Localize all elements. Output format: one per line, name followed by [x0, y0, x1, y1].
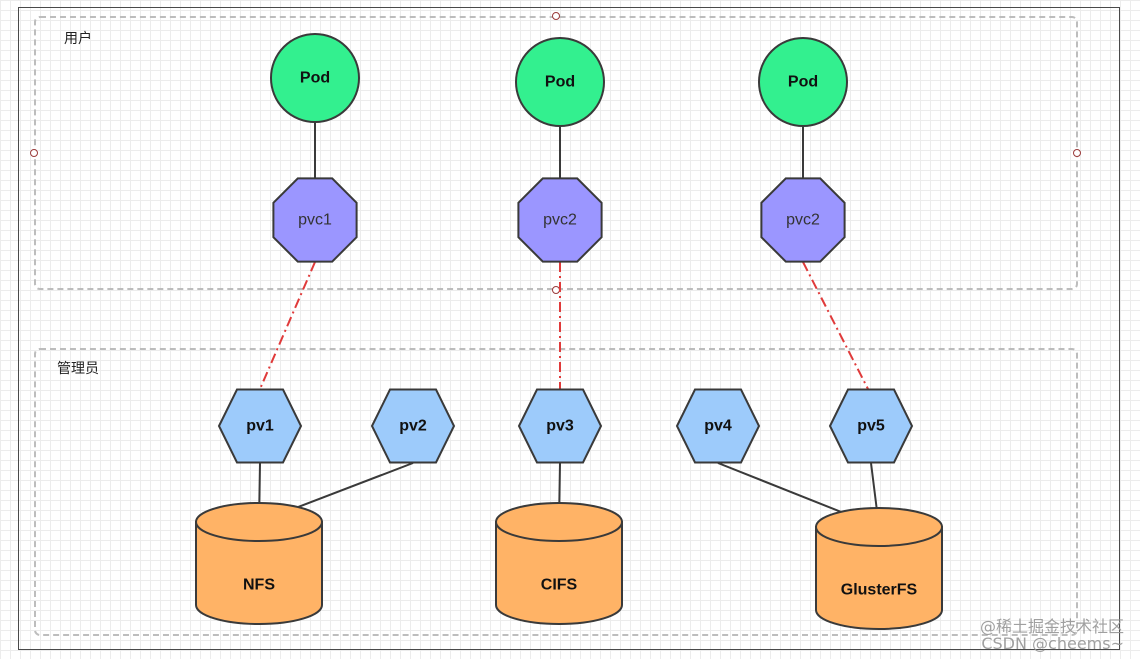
storage-cylinder-top — [815, 507, 943, 547]
pvc-label: pvc2 — [543, 212, 577, 229]
resize-handle-right[interactable] — [1073, 149, 1081, 157]
pv-hexagon — [217, 388, 303, 464]
pv-hexagon — [828, 388, 914, 464]
pv-hexagon — [370, 388, 456, 464]
pod-node[interactable]: Pod — [758, 37, 848, 127]
storage-cylinder-body — [195, 521, 323, 625]
user-group-label: 用户 — [64, 31, 92, 47]
pod-circle — [758, 37, 848, 127]
watermark-line-1: @稀土掘金技术社区 — [979, 617, 1124, 636]
storage-node[interactable]: GlusterFS — [815, 507, 943, 630]
storage-node[interactable]: CIFS — [495, 502, 623, 625]
storage-label: CIFS — [541, 577, 578, 594]
storage-cylinder-body — [495, 521, 623, 625]
storage-cylinder-top — [195, 502, 323, 542]
pod-circle — [515, 37, 605, 127]
pod-circle — [270, 33, 360, 123]
storage-node[interactable]: NFS — [195, 502, 323, 625]
pv-node[interactable]: pv5 — [828, 388, 914, 464]
admin-group-label: 管理员 — [57, 361, 99, 377]
pv-label: pv3 — [546, 418, 574, 435]
storage-cylinder-body — [815, 526, 943, 630]
pod-label: Pod — [545, 74, 575, 91]
watermark-line-2: CSDN @cheems~ — [981, 634, 1124, 653]
pvc-pv-binding-line — [259, 261, 316, 390]
pvc-octagon — [517, 177, 603, 263]
pvc-node[interactable]: pvc2 — [517, 177, 603, 263]
storage-label: NFS — [243, 577, 275, 594]
pv-label: pv5 — [857, 418, 885, 435]
pod-node[interactable]: Pod — [515, 37, 605, 127]
admin-group-box[interactable] — [34, 348, 1078, 636]
pvc-octagon — [272, 177, 358, 263]
resize-handle-top[interactable] — [552, 12, 560, 20]
pv-label: pv1 — [246, 418, 274, 435]
pv-node[interactable]: pv4 — [675, 388, 761, 464]
storage-label: GlusterFS — [841, 582, 918, 599]
pvc-octagon — [760, 177, 846, 263]
pvc-node[interactable]: pvc2 — [760, 177, 846, 263]
pod-label: Pod — [788, 74, 818, 91]
pod-node[interactable]: Pod — [270, 33, 360, 123]
pv-label: pv2 — [399, 418, 427, 435]
pv-node[interactable]: pv1 — [217, 388, 303, 464]
pvc-node[interactable]: pvc1 — [272, 177, 358, 263]
pv-hexagon — [675, 388, 761, 464]
pod-label: Pod — [300, 70, 330, 87]
storage-cylinder-top — [495, 502, 623, 542]
diagram-frame — [18, 7, 1120, 650]
resize-handle-left[interactable] — [30, 149, 38, 157]
pvc-pv-binding-line — [802, 261, 869, 390]
pv-node[interactable]: pv3 — [517, 388, 603, 464]
pv-label: pv4 — [704, 418, 732, 435]
pvc-label: pvc1 — [298, 212, 332, 229]
pvc-label: pvc2 — [786, 212, 820, 229]
pv-node[interactable]: pv2 — [370, 388, 456, 464]
pv-hexagon — [517, 388, 603, 464]
watermark: @稀土掘金技术社区 CSDN @cheems~ — [980, 618, 1124, 652]
